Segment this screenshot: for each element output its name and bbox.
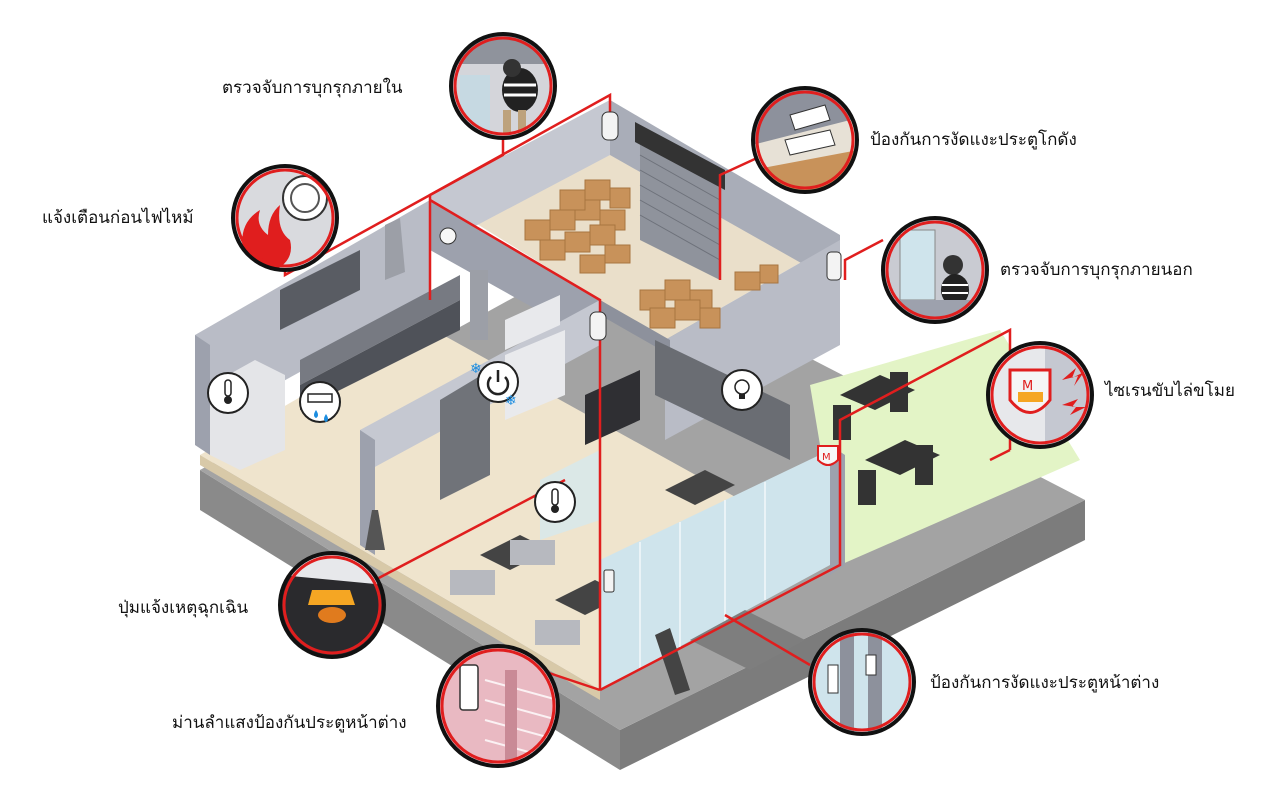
power-icon: ❄ ❄ [470, 361, 519, 409]
thermometer-icon-cafe [534, 481, 576, 523]
callout-intrusion-inside [449, 32, 557, 140]
cafe-interior [440, 295, 790, 645]
label-warehouse-door: ป้องกันการงัดแงะประตูโกดัง [870, 130, 1077, 150]
callout-window-door [808, 628, 916, 736]
callout-fire-alert [231, 164, 339, 272]
kitchen [210, 218, 488, 470]
svg-text:❄: ❄ [470, 361, 482, 377]
label-siren: ไซเรนขับไล่ขโมย [1105, 381, 1235, 401]
callout-panic-button [278, 551, 386, 659]
label-panic-button: ปุ่มแจ้งเหตุฉุกเฉิน [118, 598, 249, 618]
water-leak-icon [299, 381, 341, 423]
label-beam-curtain: ม่านลำแสงป้องกันประตูหน้าต่าง [172, 713, 407, 733]
siren-icon: M [817, 445, 839, 466]
thermometer-icon [207, 372, 249, 414]
label-fire-alert: แจ้งเตือนก่อนไฟไหม้ [42, 208, 194, 228]
vase [365, 510, 385, 550]
label-intrusion-inside: ตรวจจับการบุกรุกภายใน [222, 78, 403, 98]
motion-sensor-icon [589, 111, 842, 593]
callout-beam-curtain [436, 644, 560, 768]
smoke-detector-icon [439, 227, 457, 245]
svg-text:M: M [1022, 379, 1033, 394]
callout-intrusion-outside [881, 216, 989, 324]
callout-warehouse-door [751, 86, 859, 194]
label-intrusion-outside: ตรวจจับการบุกรุกภายนอก [1000, 260, 1193, 280]
cardboard-boxes [524, 179, 779, 329]
connector-lines [283, 92, 1012, 692]
svg-text:❄: ❄ [505, 393, 517, 409]
warehouse-shutter [635, 122, 725, 280]
label-window-door-pry: ป้องกันการงัดแงะประตูหน้าต่าง [930, 673, 1160, 693]
svg-text:M: M [822, 452, 831, 463]
callout-siren: M [986, 341, 1094, 449]
patio-tables [833, 372, 940, 505]
light-bulb-icon [721, 369, 763, 411]
